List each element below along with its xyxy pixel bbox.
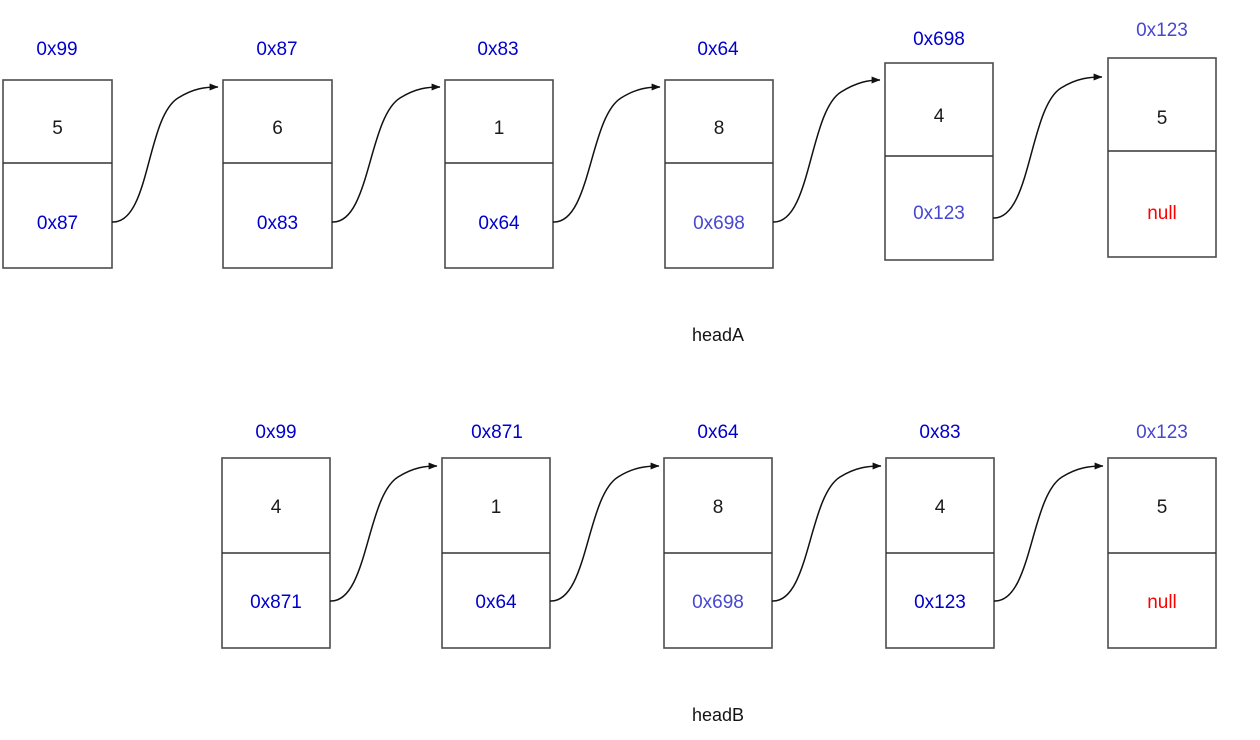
node-next-pointer: 0x64 bbox=[478, 213, 520, 234]
node-next-pointer: 0x123 bbox=[914, 592, 966, 613]
node-next-pointer: null bbox=[1147, 592, 1177, 613]
node-address-label: 0x99 bbox=[36, 39, 77, 60]
node-a-5: 0x698 4 0x123 bbox=[884, 29, 994, 261]
node-b-3: 0x64 8 0x698 bbox=[663, 422, 773, 649]
node-value: 5 bbox=[1157, 497, 1168, 518]
node-next-pointer: 0x123 bbox=[913, 203, 965, 224]
node-box bbox=[664, 79, 774, 269]
link-arrow-a-2-3 bbox=[331, 83, 441, 223]
node-address-label: 0x871 bbox=[471, 422, 523, 443]
link-arrow-b-1-2 bbox=[329, 462, 438, 602]
node-address-label: 0x123 bbox=[1136, 20, 1188, 41]
node-a-3: 0x83 1 0x64 bbox=[444, 39, 554, 269]
link-arrow-b-2-3 bbox=[549, 462, 660, 602]
node-b-1: 0x99 4 0x871 bbox=[221, 422, 331, 649]
node-value: 5 bbox=[1157, 108, 1168, 129]
node-b-5: 0x123 5 null bbox=[1107, 422, 1217, 649]
node-next-pointer: 0x871 bbox=[250, 592, 302, 613]
node-value: 8 bbox=[713, 497, 724, 518]
node-value: 4 bbox=[934, 106, 945, 127]
node-value: 6 bbox=[272, 118, 283, 139]
node-next-pointer: null bbox=[1147, 203, 1177, 224]
node-box bbox=[222, 79, 333, 269]
node-address-label: 0x83 bbox=[477, 39, 518, 60]
node-address-label: 0x87 bbox=[256, 39, 297, 60]
node-b-2: 0x871 1 0x64 bbox=[441, 422, 551, 649]
node-box bbox=[444, 79, 554, 269]
list-caption-headA: headA bbox=[692, 325, 744, 345]
list-caption-headB: headB bbox=[692, 705, 744, 725]
node-address-label: 0x64 bbox=[697, 422, 739, 443]
list-headB: 0x99 4 0x871 0x871 1 0x64 0x64 8 0x698 bbox=[221, 422, 1217, 725]
node-a-4: 0x64 8 0x698 bbox=[664, 39, 774, 269]
node-value: 8 bbox=[714, 118, 725, 139]
node-value: 5 bbox=[52, 118, 63, 139]
link-arrow-b-4-5 bbox=[993, 462, 1104, 602]
node-a-6: 0x123 5 null bbox=[1107, 20, 1217, 258]
node-address-label: 0x698 bbox=[913, 29, 965, 50]
node-next-pointer: 0x698 bbox=[692, 592, 744, 613]
node-value: 4 bbox=[271, 497, 282, 518]
node-a-2: 0x87 6 0x83 bbox=[222, 39, 333, 269]
link-arrow-b-3-4 bbox=[771, 462, 882, 602]
node-a-1: 0x99 5 0x87 bbox=[2, 39, 113, 269]
list-headA: 0x99 5 0x87 0x87 6 0x83 0x83 1 0x64 bbox=[2, 20, 1217, 345]
node-next-pointer: 0x83 bbox=[257, 213, 298, 234]
node-next-pointer: 0x64 bbox=[475, 592, 517, 613]
node-b-4: 0x83 4 0x123 bbox=[885, 422, 995, 649]
node-next-pointer: 0x87 bbox=[37, 213, 78, 234]
node-value: 4 bbox=[935, 497, 946, 518]
node-box bbox=[2, 79, 113, 269]
node-address-label: 0x64 bbox=[697, 39, 739, 60]
node-address-label: 0x123 bbox=[1136, 422, 1188, 443]
link-arrow-a-4-5 bbox=[772, 76, 881, 223]
node-address-label: 0x99 bbox=[255, 422, 296, 443]
node-next-pointer: 0x698 bbox=[693, 213, 745, 234]
node-value: 1 bbox=[494, 118, 505, 139]
node-box bbox=[1107, 57, 1217, 258]
link-arrow-a-5-6 bbox=[992, 73, 1103, 219]
node-address-label: 0x83 bbox=[919, 422, 960, 443]
link-arrow-a-1-2 bbox=[111, 83, 219, 223]
node-value: 1 bbox=[491, 497, 502, 518]
node-box bbox=[884, 62, 994, 261]
link-arrow-a-3-4 bbox=[552, 83, 661, 223]
